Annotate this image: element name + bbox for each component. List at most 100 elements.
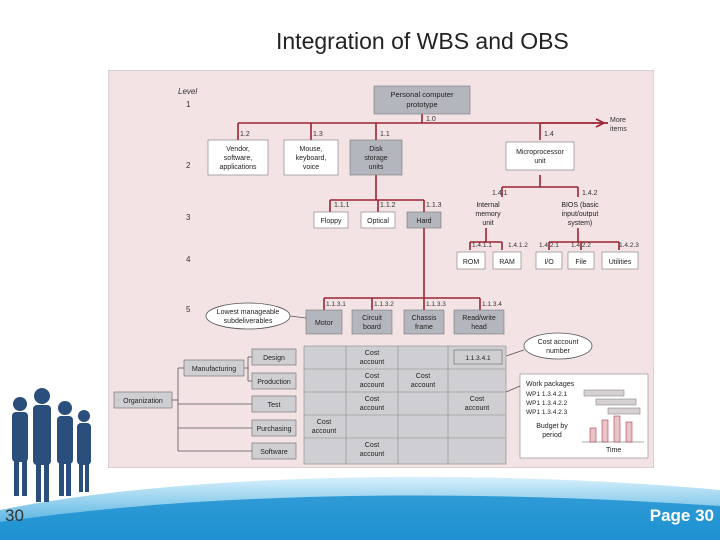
level-4: 4 [186, 255, 191, 264]
budget-bar-3 [613, 415, 621, 443]
optical-label: Optical [367, 218, 389, 225]
organization-box [113, 391, 173, 409]
microprocessor-line2: unit [534, 158, 545, 165]
vendor-line2: software, [224, 155, 252, 162]
cost-account-r4-line2: account [312, 428, 337, 435]
slide-title: Integration of WBS and OBS [276, 28, 569, 54]
cost-account-r2b-line1: Cost [416, 373, 430, 380]
internal-memory-line3: unit [482, 220, 493, 227]
disk-box [349, 139, 403, 176]
code-1-1-1: 1.1.1 [334, 202, 350, 209]
level-2: 2 [186, 161, 191, 170]
personal-computer-box [373, 85, 471, 115]
disk-line1: Disk [369, 146, 383, 153]
circuit-board-line1: Circuit [362, 315, 382, 322]
obs-grid [303, 345, 507, 465]
budget-label-line1: Budget by [536, 423, 568, 430]
cost-account-r3b-line2: account [465, 405, 490, 412]
footer-band [0, 470, 720, 540]
code-1-1-3-2: 1.1.3.2 [374, 301, 394, 308]
file-label: File [575, 259, 586, 266]
code-1-4-2-2: 1.4.2.2 [571, 242, 591, 249]
code-1-4: 1.4 [544, 131, 554, 138]
hard-label: Hard [416, 218, 431, 225]
vendor-line3: applications [220, 164, 257, 171]
production-box [251, 372, 297, 390]
manufacturing-box [183, 359, 245, 377]
floppy-label: Floppy [320, 218, 342, 225]
code-1-4-2: 1.4.2 [582, 190, 598, 197]
level-3: 3 [186, 213, 191, 222]
code-1-4-1: 1.4.1 [492, 190, 508, 197]
disk-line3: units [369, 164, 384, 171]
read-write-head-box [453, 309, 505, 335]
work-packages-panel [519, 373, 649, 459]
cost-account-r2a-line1: Cost [365, 373, 379, 380]
organization-label: Organization [123, 398, 163, 405]
optical-box [360, 211, 396, 229]
mouse-line1: Mouse, [300, 146, 323, 153]
wp-bar-3 [607, 407, 641, 415]
more-items-line1: More [610, 117, 626, 124]
code-1-1-3-4: 1.1.3.4 [482, 301, 502, 308]
lowest-callout [205, 302, 291, 330]
cost-account-number-line2: number [546, 348, 570, 355]
cost-account-r4-line1: Cost [317, 419, 331, 426]
wp-bar-1 [583, 389, 625, 397]
chassis-frame-line2: frame [415, 324, 433, 331]
hard-box [406, 211, 442, 229]
ram-box [492, 251, 522, 270]
time-label: Time [606, 447, 621, 454]
io-box [535, 251, 563, 270]
mouse-box [283, 139, 339, 176]
vendor-box [207, 139, 269, 176]
utilities-label: Utilities [609, 259, 632, 266]
code-1-0: 1.0 [426, 116, 436, 123]
internal-memory-line1: Internal [476, 202, 500, 209]
business-people-graphic [0, 382, 100, 504]
cost-account-r3a-line1: Cost [365, 396, 379, 403]
mouse-line3: voice [303, 164, 319, 171]
motor-box [305, 309, 343, 335]
utilities-box [601, 251, 639, 270]
code-1-1: 1.1 [380, 131, 390, 138]
work-packages-pointer [505, 385, 521, 393]
bios-line3: system) [568, 220, 593, 227]
chassis-frame-box [403, 309, 445, 335]
personal-computer-line1: Personal computer [391, 90, 454, 99]
budget-bar-4 [625, 421, 633, 443]
lowest-callout-pointer [289, 315, 307, 319]
file-box [567, 251, 595, 270]
cost-code-label: 1.1.3.4.1 [465, 355, 491, 362]
code-1-4-1-1: 1.4.1.1 [472, 242, 492, 249]
cost-code-box [453, 349, 503, 365]
level-1: 1 [186, 100, 191, 109]
microprocessor-line1: Microprocessor [516, 149, 565, 156]
code-1-3: 1.3 [313, 131, 323, 138]
test-box [251, 395, 297, 413]
budget-bar-2 [601, 419, 609, 443]
work-packages-header: Work packages [526, 381, 575, 388]
cost-account-r2a-line2: account [360, 382, 385, 389]
wp-bar-2 [595, 398, 637, 406]
bios-line2: input/output [562, 211, 599, 218]
production-label: Production [257, 379, 291, 386]
code-1-1-3: 1.1.3 [426, 202, 442, 209]
read-write-head-line1: Read/write [462, 315, 496, 322]
wbs-obs-diagram: Level 1 2 3 4 5 Personal computer protot… [107, 69, 655, 469]
software-box [251, 442, 297, 460]
slide-number: 30 [5, 506, 24, 525]
work-package-3: WP1 1.3.4.2.3 [526, 409, 568, 416]
cost-account-r5-line1: Cost [365, 442, 379, 449]
personal-computer-line2: prototype [406, 100, 437, 109]
lowest-callout-line1: Lowest manageable [217, 309, 280, 316]
obs-connectors [172, 356, 252, 452]
ram-label: RAM [499, 259, 515, 266]
chassis-frame-line1: Chassis [412, 315, 437, 322]
software-label: Software [260, 449, 288, 456]
floppy-box [313, 211, 349, 229]
wbs-connectors [237, 114, 620, 310]
work-package-2: WP1 1.3.4.2.2 [526, 400, 568, 407]
code-1-2: 1.2 [240, 131, 250, 138]
page-label: Page 30 [649, 506, 714, 525]
